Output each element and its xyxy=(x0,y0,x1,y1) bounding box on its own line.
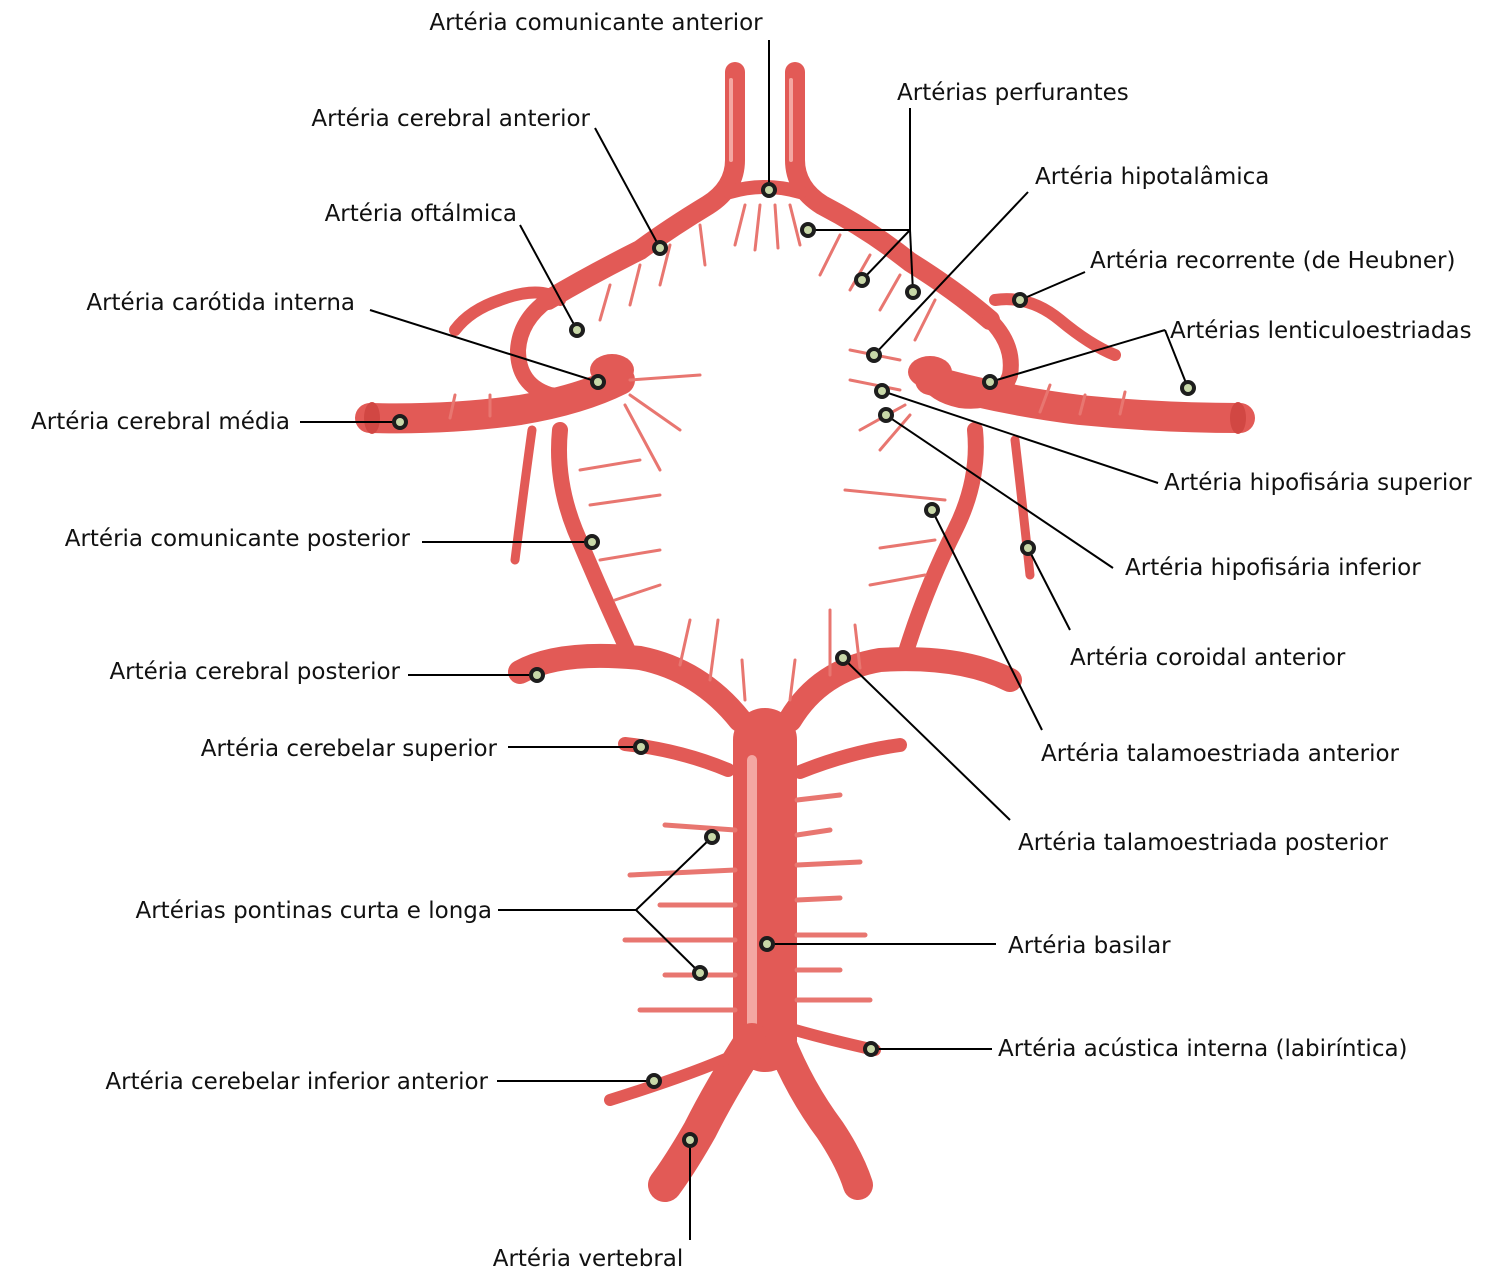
arterial-illustration xyxy=(364,72,1246,1185)
label-cerebelar-inferior-anterior: Artéria cerebelar inferior anterior xyxy=(105,1069,488,1095)
label-hipofisaria-inferior: Artéria hipofisária inferior xyxy=(1125,555,1421,581)
label-comunicante-anterior: Artéria comunicante anterior xyxy=(429,10,763,36)
marker-hipofisaria-superior xyxy=(874,383,890,399)
label-cerebelar-superior: Artéria cerebelar superior xyxy=(201,736,498,762)
label-perfurantes: Artérias perfurantes xyxy=(897,80,1129,106)
marker-hipofisaria-inferior xyxy=(878,407,894,423)
posterior-cerebral-artery-left-vessel xyxy=(520,656,740,720)
marker-cerebelar-inferior-anterior xyxy=(646,1073,662,1089)
label-lenticuloestriadas: Artérias lenticuloestriadas xyxy=(1170,318,1472,344)
marker-basilar xyxy=(759,936,775,952)
label-hipotalamica: Artéria hipotalâmica xyxy=(1035,164,1269,190)
posterior-cerebral-artery-right-vessel xyxy=(790,659,1010,720)
marker-pontinas-2 xyxy=(692,965,708,981)
middle-cerebral-artery-left-vessel xyxy=(370,380,620,418)
marker-hipotalamica xyxy=(866,347,882,363)
marker-acustica-interna xyxy=(863,1041,879,1057)
marker-comunicante-anterior xyxy=(761,182,777,198)
label-hipofisaria-superior: Artéria hipofisária superior xyxy=(1164,470,1472,496)
marker-perfurantes-3 xyxy=(905,284,921,300)
marker-carotida-interna xyxy=(590,374,606,390)
label-carotida-interna: Artéria carótida interna xyxy=(86,290,355,316)
label-coroidal-anterior: Artéria coroidal anterior xyxy=(1070,645,1346,671)
marker-perfurantes-2 xyxy=(854,272,870,288)
marker-cerebral-media xyxy=(392,414,408,430)
marker-lenticuloestriadas-2 xyxy=(1180,380,1196,396)
label-cerebral-media: Artéria cerebral média xyxy=(31,409,290,435)
internal-auditory-artery-vessel xyxy=(795,1030,875,1050)
label-talamoestriada-anterior: Artéria talamoestriada anterior xyxy=(1041,741,1400,767)
marker-vertebral xyxy=(682,1132,698,1148)
anterior-choroidal-artery-left-vessel xyxy=(515,430,532,560)
label-comunicante-posterior: Artéria comunicante posterior xyxy=(65,526,411,552)
label-basilar: Artéria basilar xyxy=(1008,933,1171,959)
label-oftalmica: Artéria oftálmica xyxy=(325,201,517,227)
marker-recorrente xyxy=(1012,292,1028,308)
label-acustica-interna: Artéria acústica interna (labiríntica) xyxy=(998,1036,1408,1062)
anterior-cerebral-artery-right-vessel xyxy=(795,72,990,320)
labels: Artéria comunicante anterior Artéria cer… xyxy=(31,10,1472,1272)
superior-cerebellar-artery-right-vessel xyxy=(800,745,900,772)
marker-comunicante-posterior xyxy=(584,534,600,550)
label-cerebral-anterior: Artéria cerebral anterior xyxy=(311,106,590,132)
label-recorrente: Artéria recorrente (de Heubner) xyxy=(1090,248,1455,274)
label-pontinas: Artérias pontinas curta e longa xyxy=(135,898,492,924)
marker-talamoestriada-posterior xyxy=(835,650,851,666)
marker-coroidal-anterior xyxy=(1020,540,1036,556)
marker-pontinas-1 xyxy=(704,829,720,845)
marker-lenticuloestriadas-1 xyxy=(982,374,998,390)
marker-perfurantes-1 xyxy=(800,222,816,238)
marker-oftalmica xyxy=(569,322,585,338)
marker-talamoestriada-anterior xyxy=(924,502,940,518)
marker-cerebelar-superior xyxy=(633,739,649,755)
marker-cerebral-posterior xyxy=(529,667,545,683)
vertebral-artery-right-vessel xyxy=(780,1040,858,1185)
label-cerebral-posterior: Artéria cerebral posterior xyxy=(109,659,400,685)
marker-cerebral-anterior xyxy=(652,240,668,256)
label-talamoestriada-posterior: Artéria talamoestriada posterior xyxy=(1018,830,1389,856)
label-vertebral: Artéria vertebral xyxy=(493,1246,684,1272)
